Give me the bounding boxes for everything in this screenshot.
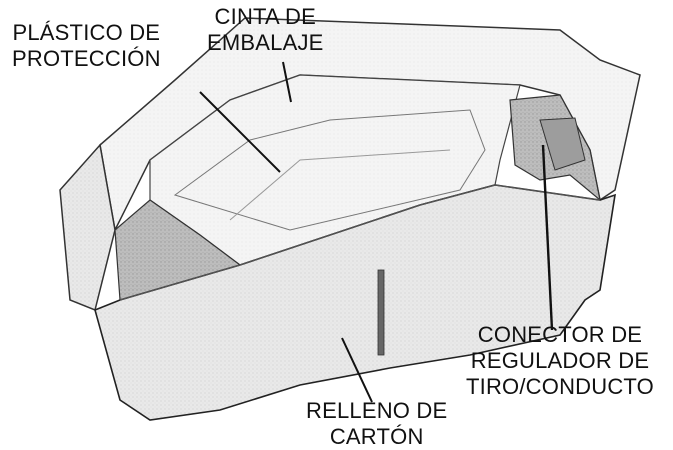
- label-packing-tape-line1: CINTA DE: [214, 4, 316, 29]
- plastic-crease: [173, 109, 486, 231]
- label-protective-plastic-line2: PROTECCIÓN: [12, 46, 161, 71]
- label-packing-tape-line2: EMBALAJE: [207, 30, 324, 55]
- label-cardboard-filler-line2: CARTÓN: [329, 424, 424, 449]
- leader-protective-plastic: [199, 91, 281, 173]
- damper-connector-block: [539, 117, 586, 171]
- label-protective-plastic-line1: PLÁSTICO DE: [12, 20, 161, 45]
- filler-slot: [377, 269, 385, 356]
- cardboard-top-edge: [119, 184, 601, 301]
- label-damper-connector-line2: REGULADOR DE: [470, 348, 650, 373]
- plastic-crease-2: [229, 149, 451, 221]
- label-damper-connector: CONECTOR DE REGULADOR DE TIRO/CONDUCTO: [466, 322, 654, 400]
- label-cardboard-filler-line1: RELLENO DE: [306, 398, 448, 423]
- leader-cardboard-filler: [341, 337, 373, 403]
- label-cardboard-filler: RELLENO DE CARTÓN: [306, 398, 447, 450]
- label-protective-plastic: PLÁSTICO DE PROTECCIÓN: [12, 20, 161, 72]
- box-left-side: [59, 143, 116, 312]
- leader-packing-tape: [282, 61, 292, 103]
- label-damper-connector-line3: TIRO/CONDUCTO: [466, 374, 654, 399]
- label-damper-connector-line1: CONECTOR DE: [477, 322, 643, 347]
- leader-damper-connector: [541, 144, 554, 331]
- label-packing-tape: CINTA DE EMBALAJE: [207, 4, 324, 56]
